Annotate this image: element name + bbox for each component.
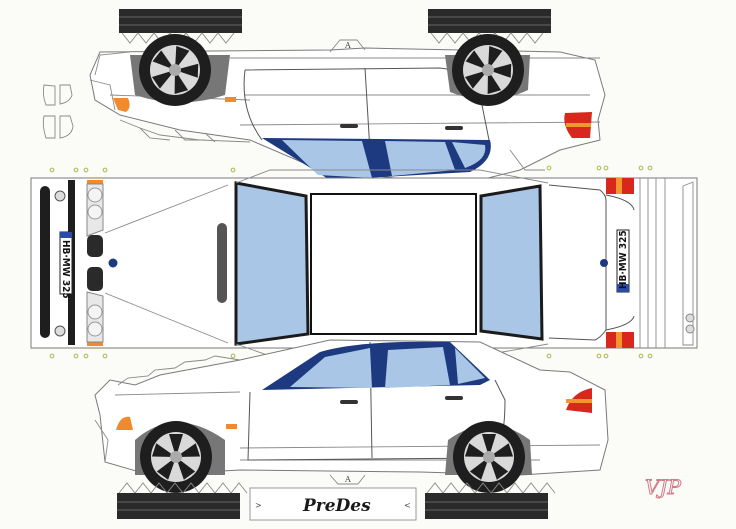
wheel-upper-rear: [452, 34, 524, 106]
glue-dots-bottom: [49, 353, 653, 359]
front-indicator-upper: [113, 98, 130, 112]
artist-signature: VJP: [645, 475, 681, 499]
side-marker-upper: [225, 97, 236, 102]
wheel-lower-front: [140, 421, 212, 493]
tire-tread-bottom-right: [425, 482, 556, 519]
svg-text:>: >: [255, 501, 262, 510]
wheel-upper-front: [139, 34, 211, 106]
svg-text:<: <: [404, 501, 411, 510]
glue-dots-top: [49, 165, 653, 173]
front-license-plate: HB·MW 325: [59, 231, 73, 299]
predes-tab: > < PreDes A: [249, 475, 417, 521]
wheel-lower-rear: [453, 421, 525, 493]
top-panel: HB·MW 325 HB·MW 325: [30, 169, 698, 357]
svg-text:HB·MW 325: HB·MW 325: [60, 240, 71, 299]
tire-tread-bottom-left: [117, 482, 248, 519]
tire-tread-top-right: [428, 9, 551, 44]
glue-marker-a-top: A: [344, 41, 351, 50]
brand-label: PreDes: [302, 496, 371, 516]
glue-marker-a-bottom: A: [344, 475, 351, 484]
front-indicator-lower: [116, 416, 133, 430]
svg-text:HB·MW 325: HB·MW 325: [618, 230, 629, 289]
rear-license-plate: HB·MW 325: [616, 229, 630, 293]
mirror-pieces: [42, 84, 74, 139]
side-marker-lower: [226, 424, 237, 429]
